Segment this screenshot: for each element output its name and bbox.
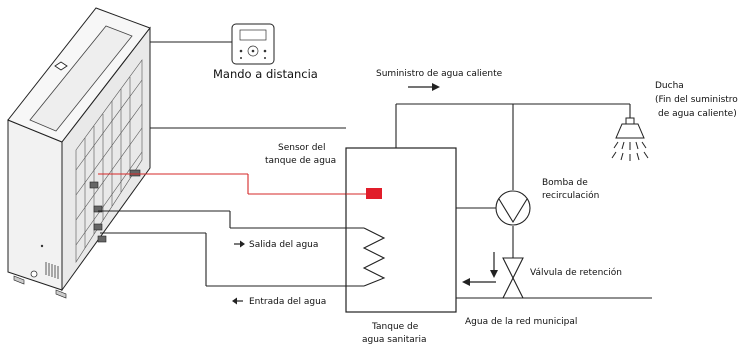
remote-label: Mando a distancia [213, 67, 318, 81]
arrow-right-icon [234, 240, 245, 248]
tank-label-line1: Tanque de [371, 322, 419, 332]
check-valve [502, 257, 524, 299]
sensor-label-line2: tanque de agua [265, 156, 336, 166]
top-diamond-icon [54, 61, 68, 71]
arrow-left-icon [232, 297, 243, 305]
pipe-connectors [89, 169, 141, 243]
shower-title-label: Ducha [655, 81, 684, 91]
arrow-left-icon [462, 278, 496, 286]
pump-label-line2: recirculación [542, 190, 599, 201]
check-valve-label: Válvula de retención [530, 267, 622, 278]
shower-head-icon [611, 117, 649, 161]
dhw-tank [345, 147, 457, 313]
tank-label-line2: agua sanitaria [362, 335, 426, 345]
mains-water-label: Agua de la red municipal [465, 317, 577, 327]
water-outlet-label: Salida del agua [249, 240, 318, 250]
recirculation-pump [495, 190, 531, 226]
pump-label-line1: Bomba de [542, 178, 588, 188]
side-vents [45, 262, 59, 279]
sensor-label-line1: Sensor del [278, 143, 325, 153]
remote-controller [231, 23, 275, 65]
shower-note-line1: (Fin del suministro [655, 95, 738, 105]
water-tank-sensor [366, 188, 382, 199]
shower-note-line2: de agua caliente) [658, 109, 737, 119]
arrow-right-icon [408, 83, 440, 91]
heating-coil [362, 227, 386, 287]
dpad-icon [247, 45, 259, 57]
water-inlet-label: Entrada del agua [249, 297, 326, 307]
hot-water-supply-label: Suministro de agua caliente [376, 69, 503, 79]
arrow-down-icon [490, 252, 498, 278]
outdoor-unit [7, 7, 151, 299]
